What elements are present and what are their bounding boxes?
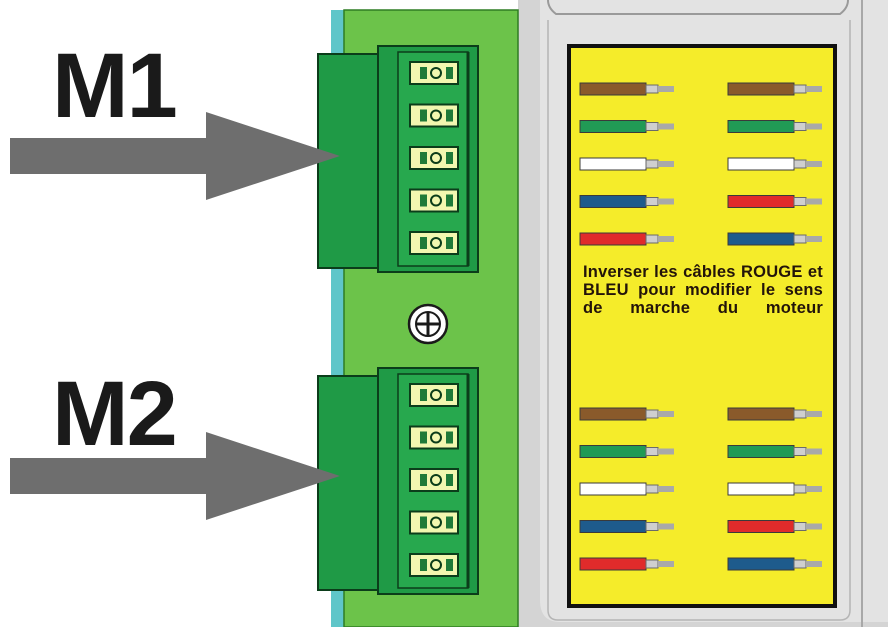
arrow-m1 <box>10 112 340 200</box>
m2-terminal <box>409 468 459 492</box>
label-m1: M1 <box>52 35 178 137</box>
m1-terminal <box>409 146 459 170</box>
label-m2: M2 <box>52 363 178 465</box>
wire-blue <box>727 232 822 246</box>
m1-terminal <box>409 61 459 85</box>
wire-white <box>579 157 674 171</box>
wire-green <box>579 120 674 133</box>
wiring-sticker <box>567 44 837 608</box>
wire-green <box>727 120 822 133</box>
arrow-m2 <box>10 432 340 520</box>
wire-blue <box>727 557 822 571</box>
wire-group-1 <box>579 82 822 246</box>
m1-terminal <box>409 103 459 128</box>
wire-red <box>579 232 674 246</box>
wire-blue <box>579 195 674 208</box>
wire-white <box>727 482 822 496</box>
m2-terminal <box>409 383 459 407</box>
wiring-instruction: Inverser les câbles ROUGE et BLEU pour m… <box>583 263 823 317</box>
m2-terminal <box>409 510 459 535</box>
terminals-m1 <box>409 61 459 255</box>
wire-brown <box>579 407 674 421</box>
m2-terminal <box>409 553 459 577</box>
wire-green <box>579 445 674 458</box>
screw-icon <box>407 303 449 345</box>
wire-brown <box>579 82 674 96</box>
wire-red <box>727 195 822 208</box>
wire-brown <box>727 407 822 421</box>
wire-green <box>727 445 822 458</box>
wire-blue <box>579 520 674 533</box>
terminals-m2 <box>409 383 459 577</box>
wire-brown <box>727 82 822 96</box>
connector-m2 <box>317 367 479 595</box>
wire-group-2 <box>579 407 822 571</box>
wire-white <box>727 157 822 171</box>
wire-white <box>579 482 674 496</box>
m1-terminal <box>409 231 459 255</box>
wire-red <box>579 557 674 571</box>
wire-red <box>727 520 822 533</box>
m1-terminal <box>409 188 459 213</box>
m2-terminal <box>409 425 459 450</box>
